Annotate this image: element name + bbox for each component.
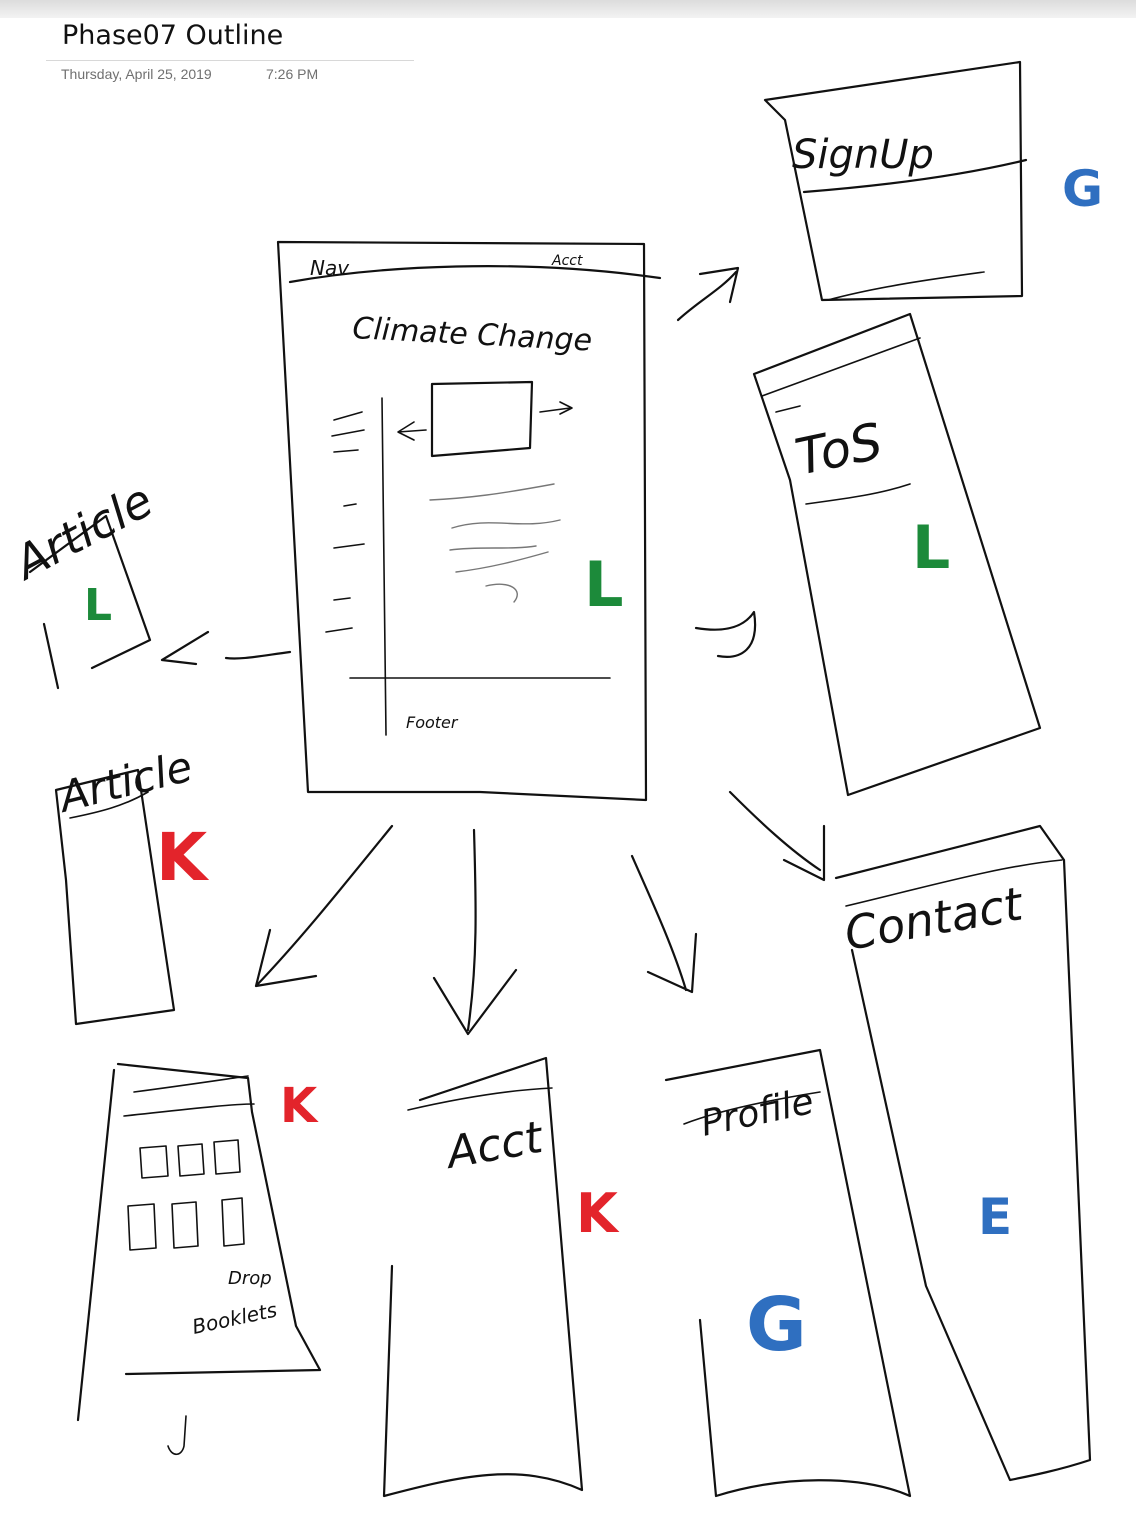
profile-label: Profile [697, 1081, 817, 1145]
main-page-frame [276, 240, 648, 802]
profile-page-sketch: Profile G [664, 1048, 912, 1498]
grid-page-sketch: Drop Booklets K [76, 1062, 322, 1456]
contact-frame [834, 824, 1092, 1482]
signup-mark: G [1062, 160, 1103, 218]
article-top-frame [28, 514, 152, 690]
contact-header-divider [845, 859, 1063, 907]
article-left-mark: K [156, 819, 210, 896]
acct-label: Acct [440, 1112, 548, 1180]
grid-page-mark: K [280, 1078, 319, 1134]
signup-header-divider [802, 158, 1028, 194]
contact-page-sketch: Contact E [834, 824, 1092, 1482]
main-footer-label: Footer [406, 713, 459, 732]
article-top-sketch: Article L [3, 473, 161, 690]
article-left-sketch: Article K [52, 742, 210, 1026]
tos-header-divider [805, 483, 911, 505]
text-line [429, 483, 555, 501]
grid-tiles-row-2 [127, 1197, 245, 1251]
acct-header-divider [407, 1087, 553, 1111]
tos-frame [752, 312, 1042, 797]
tos-corner-mark [775, 405, 801, 413]
article-left-frame [54, 768, 176, 1026]
main-nav-divider [288, 265, 662, 284]
signup-label: SignUp [792, 132, 934, 178]
article-left-divider [69, 791, 149, 819]
carousel-next-arrow-icon [539, 401, 573, 415]
arrow-main-to-signup [676, 266, 740, 322]
signup-page-sketch: SignUp G [763, 60, 1103, 302]
article-left-label: Article [52, 742, 198, 823]
acct-page-sketch: Acct K [382, 1056, 620, 1498]
text-line [485, 583, 518, 603]
hamburger-icon [331, 411, 365, 453]
profile-header-divider [683, 1091, 821, 1125]
main-account-label: Acct [551, 253, 583, 269]
text-line [451, 519, 561, 529]
main-page-sketch: Nav Acct Climate Change Footer L [276, 240, 662, 802]
tos-page-sketch: ToS L [752, 312, 1042, 797]
grid-caption-2: Booklets [190, 1298, 279, 1339]
page-date: Thursday, April 25, 2019 [61, 66, 212, 82]
main-mark: L [584, 548, 624, 621]
main-heading-label: Climate Change [352, 311, 593, 359]
tos-label: ToS [790, 412, 887, 487]
text-line [449, 545, 537, 551]
tos-top-divider [761, 337, 921, 397]
carousel-prev-arrow-icon [397, 421, 427, 441]
article-top-label: Article [3, 473, 161, 591]
arrow-main-to-article [160, 630, 292, 666]
arrow-down-to-acct [432, 828, 518, 1036]
contact-label: Contact [841, 876, 1029, 961]
title-divider [46, 60, 414, 61]
sidebar-links [325, 503, 365, 633]
grid-tiles-row-1 [139, 1139, 241, 1179]
window-top-bar [0, 0, 1136, 18]
grid-page-header [123, 1075, 255, 1117]
carousel-image-box [430, 380, 534, 458]
contact-mark: E [978, 1188, 1012, 1246]
page-title[interactable]: Phase07 Outline [62, 20, 284, 51]
article-top-mark: L [84, 580, 112, 631]
page-time: 7:26 PM [266, 66, 319, 82]
signup-bottom-line [827, 271, 985, 301]
arrow-down-to-grid [254, 824, 394, 988]
text-line [455, 551, 549, 573]
grid-caption-1: Drop [228, 1268, 272, 1289]
arrow-main-to-tos [694, 610, 757, 658]
acct-mark: K [576, 1182, 620, 1245]
tos-mark: L [912, 513, 950, 583]
profile-mark: G [746, 1282, 807, 1368]
signup-frame [763, 60, 1024, 302]
main-sidebar-divider [381, 397, 387, 736]
grid-page-frame [76, 1062, 322, 1422]
arrow-down-to-profile [630, 854, 698, 994]
grid-down-arrow [167, 1415, 187, 1456]
acct-frame [382, 1056, 584, 1498]
profile-frame [664, 1048, 912, 1498]
arrow-down-to-contact [728, 790, 826, 882]
main-nav-label: Nav [310, 256, 350, 280]
